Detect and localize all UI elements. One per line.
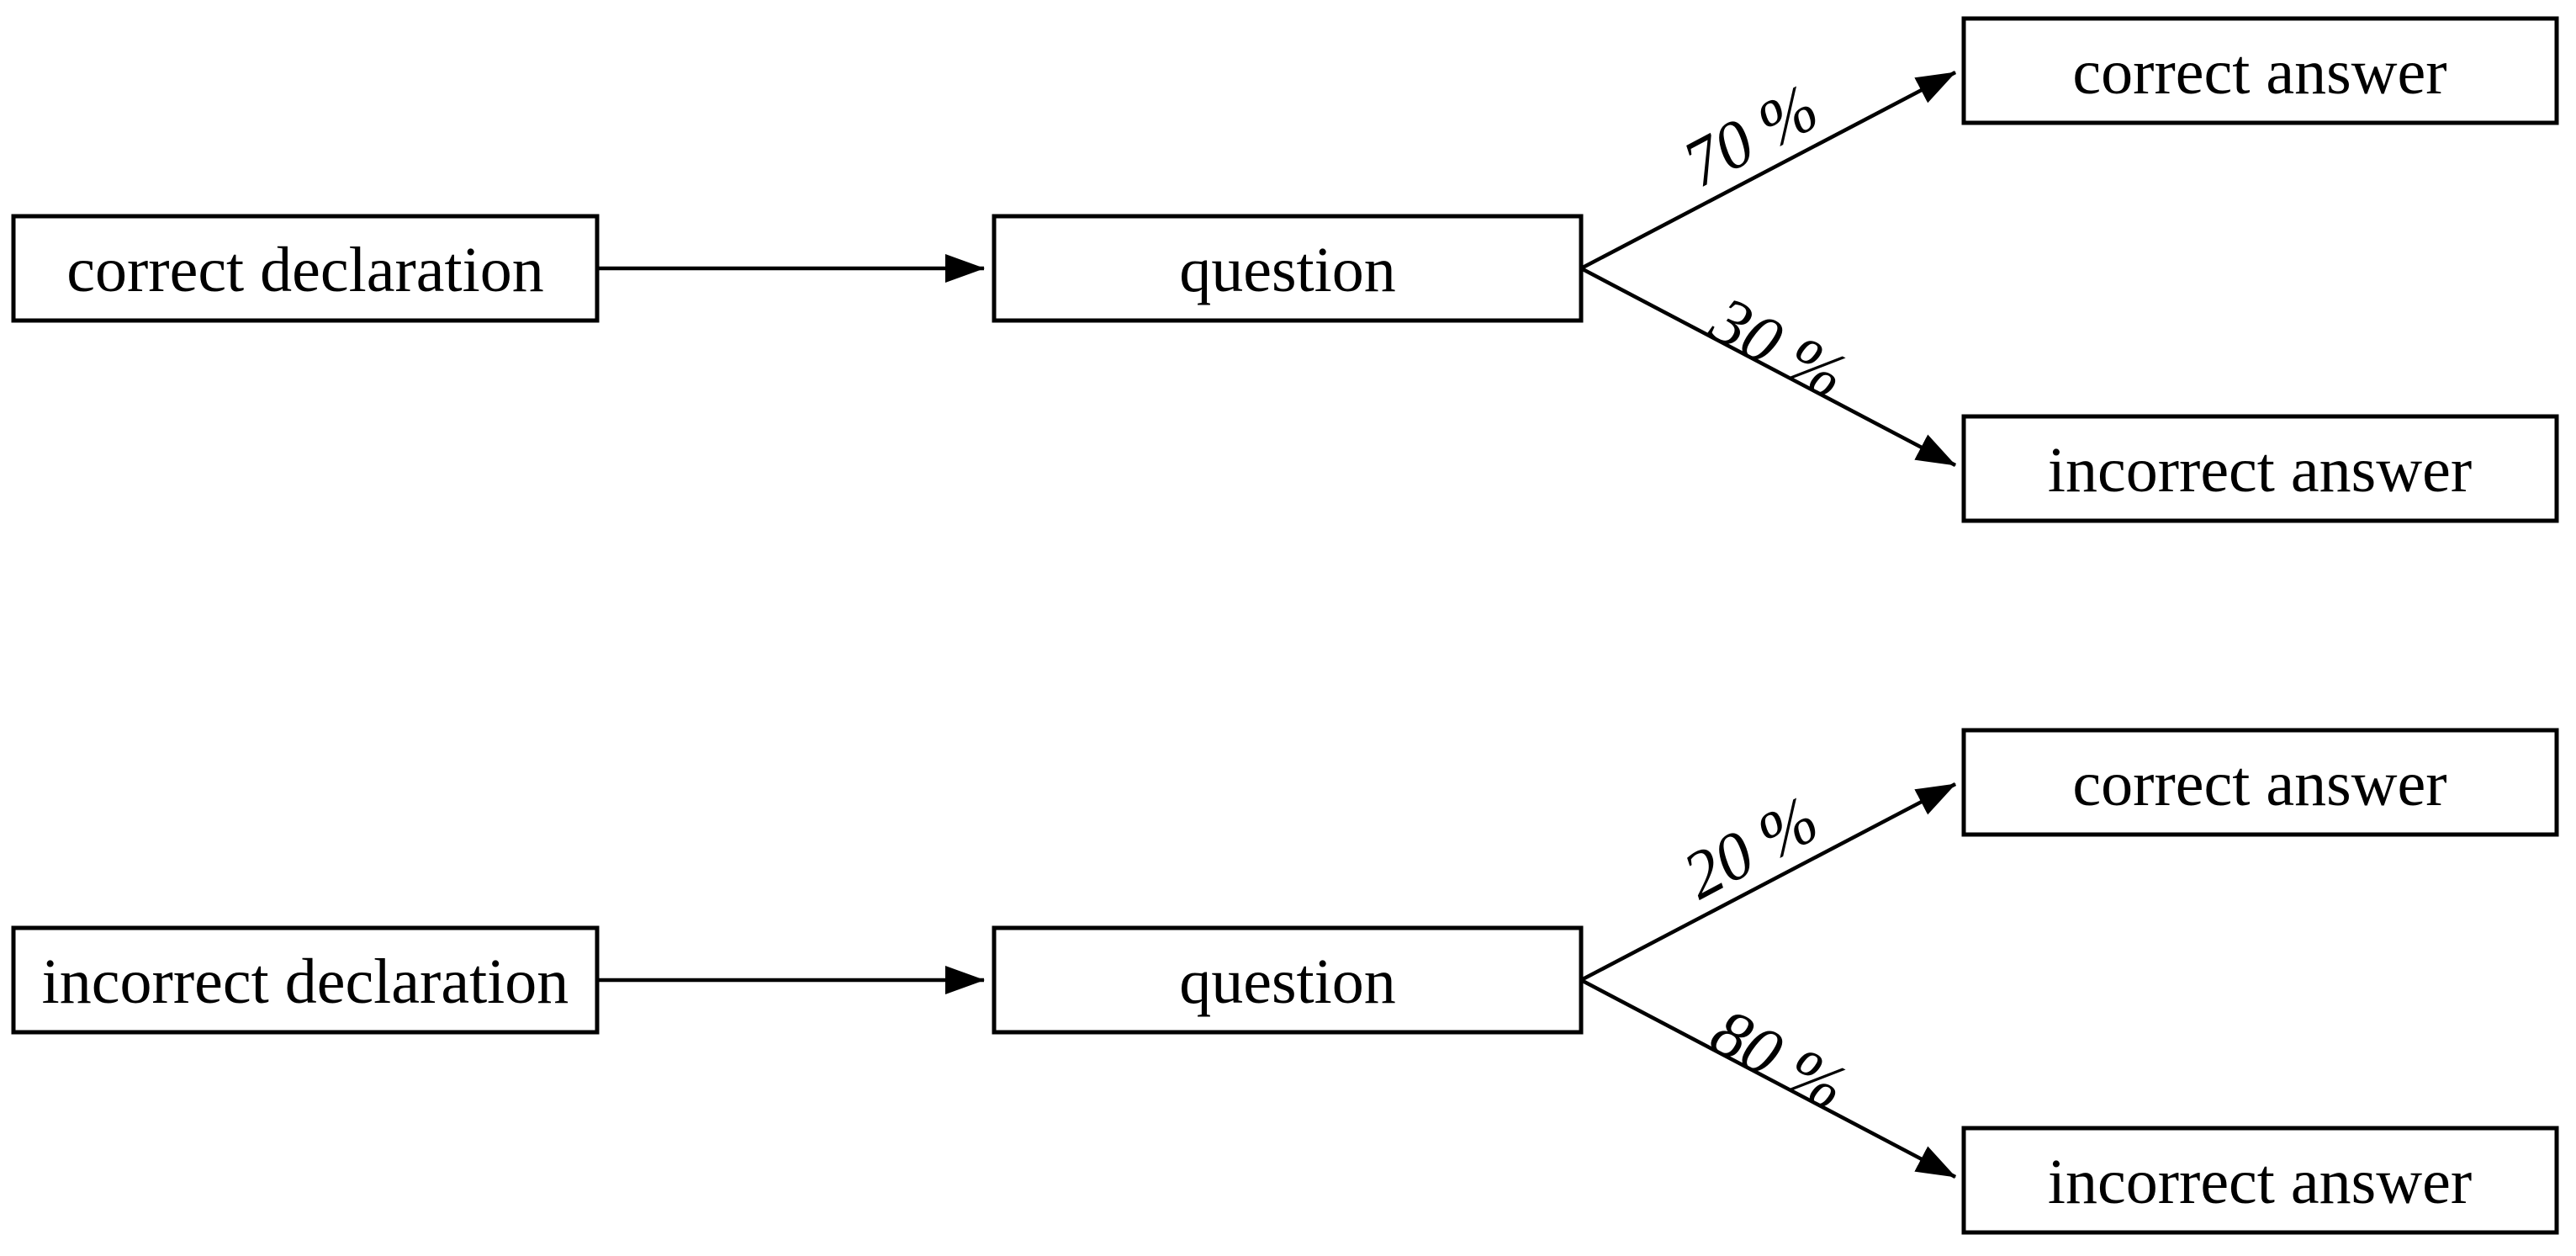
question-box [992,214,1584,323]
correct-answer-box [1961,728,2559,837]
correct-answer-label: correct answer [2072,749,2446,819]
correct-answer-box [1961,16,2559,125]
branch-arrow-incorrect [1579,267,1957,467]
branch-arrow-correct [1579,71,1957,270]
incorrect-declaration-label: incorrect declaration [42,946,569,1017]
probability-label-correct: 20 % [1672,782,1830,914]
incorrect-answer-box [1961,1126,2559,1235]
question-label: question [1179,235,1396,305]
probability-label-incorrect: 80 % [1700,994,1858,1126]
correct-answer-label: correct answer [2072,37,2446,108]
probability-label-incorrect: 30 % [1699,283,1858,414]
correct-declaration-label: correct declaration [66,235,544,305]
incorrect-answer-label: incorrect answer [2048,435,2472,506]
flow-correct-declaration: correct declaration question 70 % 30 % c… [11,16,2559,523]
branch-arrow-incorrect [1579,978,1957,1179]
probability-label-correct: 70 % [1672,71,1830,202]
correct-declaration-box [11,214,600,323]
incorrect-answer-label: incorrect answer [2048,1147,2472,1217]
question-label: question [1179,946,1396,1017]
incorrect-declaration-box [11,925,600,1035]
branch-arrow-correct [1579,782,1957,982]
incorrect-answer-box [1961,414,2559,523]
flow-incorrect-declaration: incorrect declaration question 20 % 80 %… [11,728,2559,1235]
question-box [992,925,1584,1035]
